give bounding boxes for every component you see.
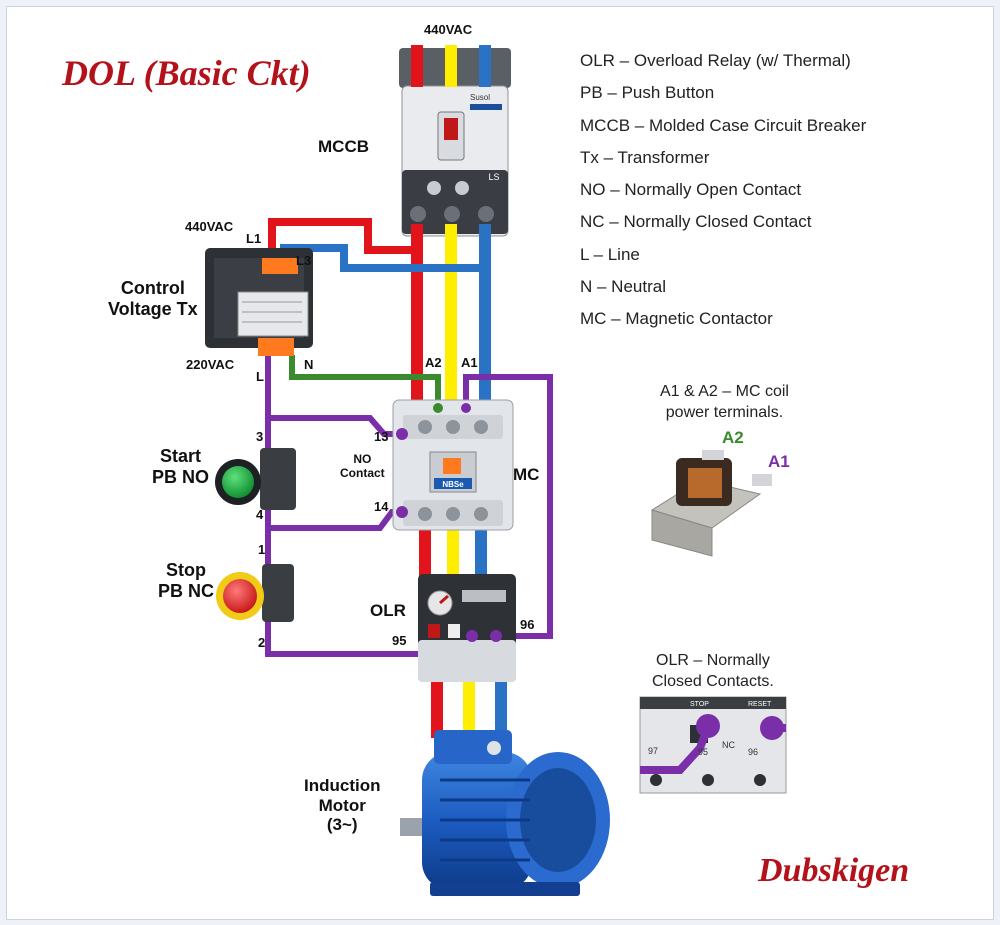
start-pb-terminal-3: 3 <box>256 429 264 444</box>
mccb-label: MCCB <box>318 137 369 156</box>
tx-terminal-l1: L1 <box>246 231 262 246</box>
legend-item: L – Line <box>580 244 640 264</box>
mc-coil-illustration <box>650 450 772 557</box>
olr-zoom-97: 97 <box>648 746 658 756</box>
contactor-terminal-13: 13 <box>374 429 389 444</box>
tx-primary-l1-wire <box>268 218 416 258</box>
olr-zoom-96: 96 <box>748 747 758 757</box>
control-transformer <box>205 248 313 356</box>
contactor-brand: NBSe <box>442 480 464 489</box>
olr-zoom-stop: STOP <box>690 701 709 708</box>
legend-item: PB – Push Button <box>580 83 715 103</box>
stop-pb-terminal-2: 2 <box>258 635 266 650</box>
stop-pb-terminal-1: 1 <box>258 542 266 557</box>
magnetic-contactor: NBSe <box>392 399 514 531</box>
no-contact-label-line1: NO <box>353 452 372 466</box>
olr-label: OLR <box>370 601 406 620</box>
legend-item: MCCB – Molded Case Circuit Breaker <box>580 115 867 135</box>
control-tx-label: Control Voltage Tx <box>108 278 198 319</box>
author-signature: Dubskigen <box>758 852 910 889</box>
legend-item: NC – Normally Closed Contact <box>580 212 812 232</box>
olr-note-line2: Closed Contacts. <box>652 672 774 690</box>
contactor-terminal-14: 14 <box>374 499 389 514</box>
olr-nc-contacts-zoom: STOP RESET 97 95 NC 96 <box>639 696 787 794</box>
coil-note: A1 & A2 – MC coil power terminals. <box>660 382 789 424</box>
start-pb-label: Start PB NO <box>152 446 209 487</box>
legend-item: OLR – Overload Relay (w/ Thermal) <box>580 51 851 70</box>
tx-secondary-voltage: 220VAC <box>186 357 235 372</box>
stop-pb-label: Stop PB NC <box>158 560 214 601</box>
supply-voltage-label: 440VAC <box>424 22 473 37</box>
olr-zoom-nc: NC <box>722 740 735 750</box>
coil-terminal-a1: A1 <box>461 355 478 370</box>
coil-note-a2: A2 <box>722 428 744 447</box>
neutral-wire <box>289 355 441 412</box>
legend-item: Tx – Transformer <box>580 147 710 167</box>
motor-label: Induction Motor (3~) <box>304 776 380 835</box>
control-tx-label-line1: Control <box>120 278 185 298</box>
control-tx-label-line2: Voltage Tx <box>108 298 198 319</box>
stop-pb-label-line1: Stop <box>166 560 206 580</box>
olr-terminal-96: 96 <box>520 617 535 632</box>
mccb-model: LS <box>488 172 499 182</box>
tx-terminal-l3: L3 <box>296 253 312 268</box>
start-pb-label-line1: Start <box>160 446 202 466</box>
olr-note-line1: OLR – Normally <box>656 652 770 669</box>
legend-item: N – Neutral <box>580 277 666 297</box>
stop-push-button <box>216 564 294 622</box>
diagram-title: DOL (Basic Ckt) <box>62 53 311 93</box>
olr-terminal-95: 95 <box>392 633 407 648</box>
coil-note-a1: A1 <box>768 452 790 471</box>
stop-pb-label-line2: PB NC <box>158 580 215 601</box>
start-pb-label-line2: PB NO <box>152 466 210 487</box>
start-push-button <box>215 448 296 510</box>
overload-relay <box>418 574 516 682</box>
tx-terminal-n: N <box>304 357 314 372</box>
coil-note-line2: power terminals. <box>665 403 784 421</box>
olr-note: OLR – Normally Closed Contacts. <box>652 651 774 693</box>
legend-item: MC – Magnetic Contactor <box>580 309 773 329</box>
induction-motor <box>400 730 610 896</box>
abbreviation-legend: OLR – Overload Relay (w/ Thermal) PB – P… <box>580 49 866 340</box>
phase-wires <box>411 45 507 738</box>
motor-label-line3: (3~) <box>326 815 358 835</box>
motor-label-line2: Motor <box>318 795 366 815</box>
olr-zoom-95: 95 <box>698 747 708 757</box>
tx-primary-voltage: 440VAC <box>185 219 234 234</box>
tx-terminal-l: L <box>256 369 264 384</box>
olr-zoom-reset: RESET <box>748 701 772 708</box>
mccb-brand: Susol <box>470 93 490 102</box>
start-pb-terminal-4: 4 <box>256 507 264 522</box>
coil-terminal-a2: A2 <box>425 355 442 370</box>
legend-item: NO – Normally Open Contact <box>580 180 802 200</box>
no-contact-label-line2: Contact <box>340 465 385 480</box>
contactor-label: MC <box>513 465 540 484</box>
no-contact-label: NO Contact <box>340 452 385 481</box>
motor-label-line1: Induction <box>304 776 381 795</box>
coil-note-line1: A1 & A2 – MC coil <box>660 383 789 400</box>
